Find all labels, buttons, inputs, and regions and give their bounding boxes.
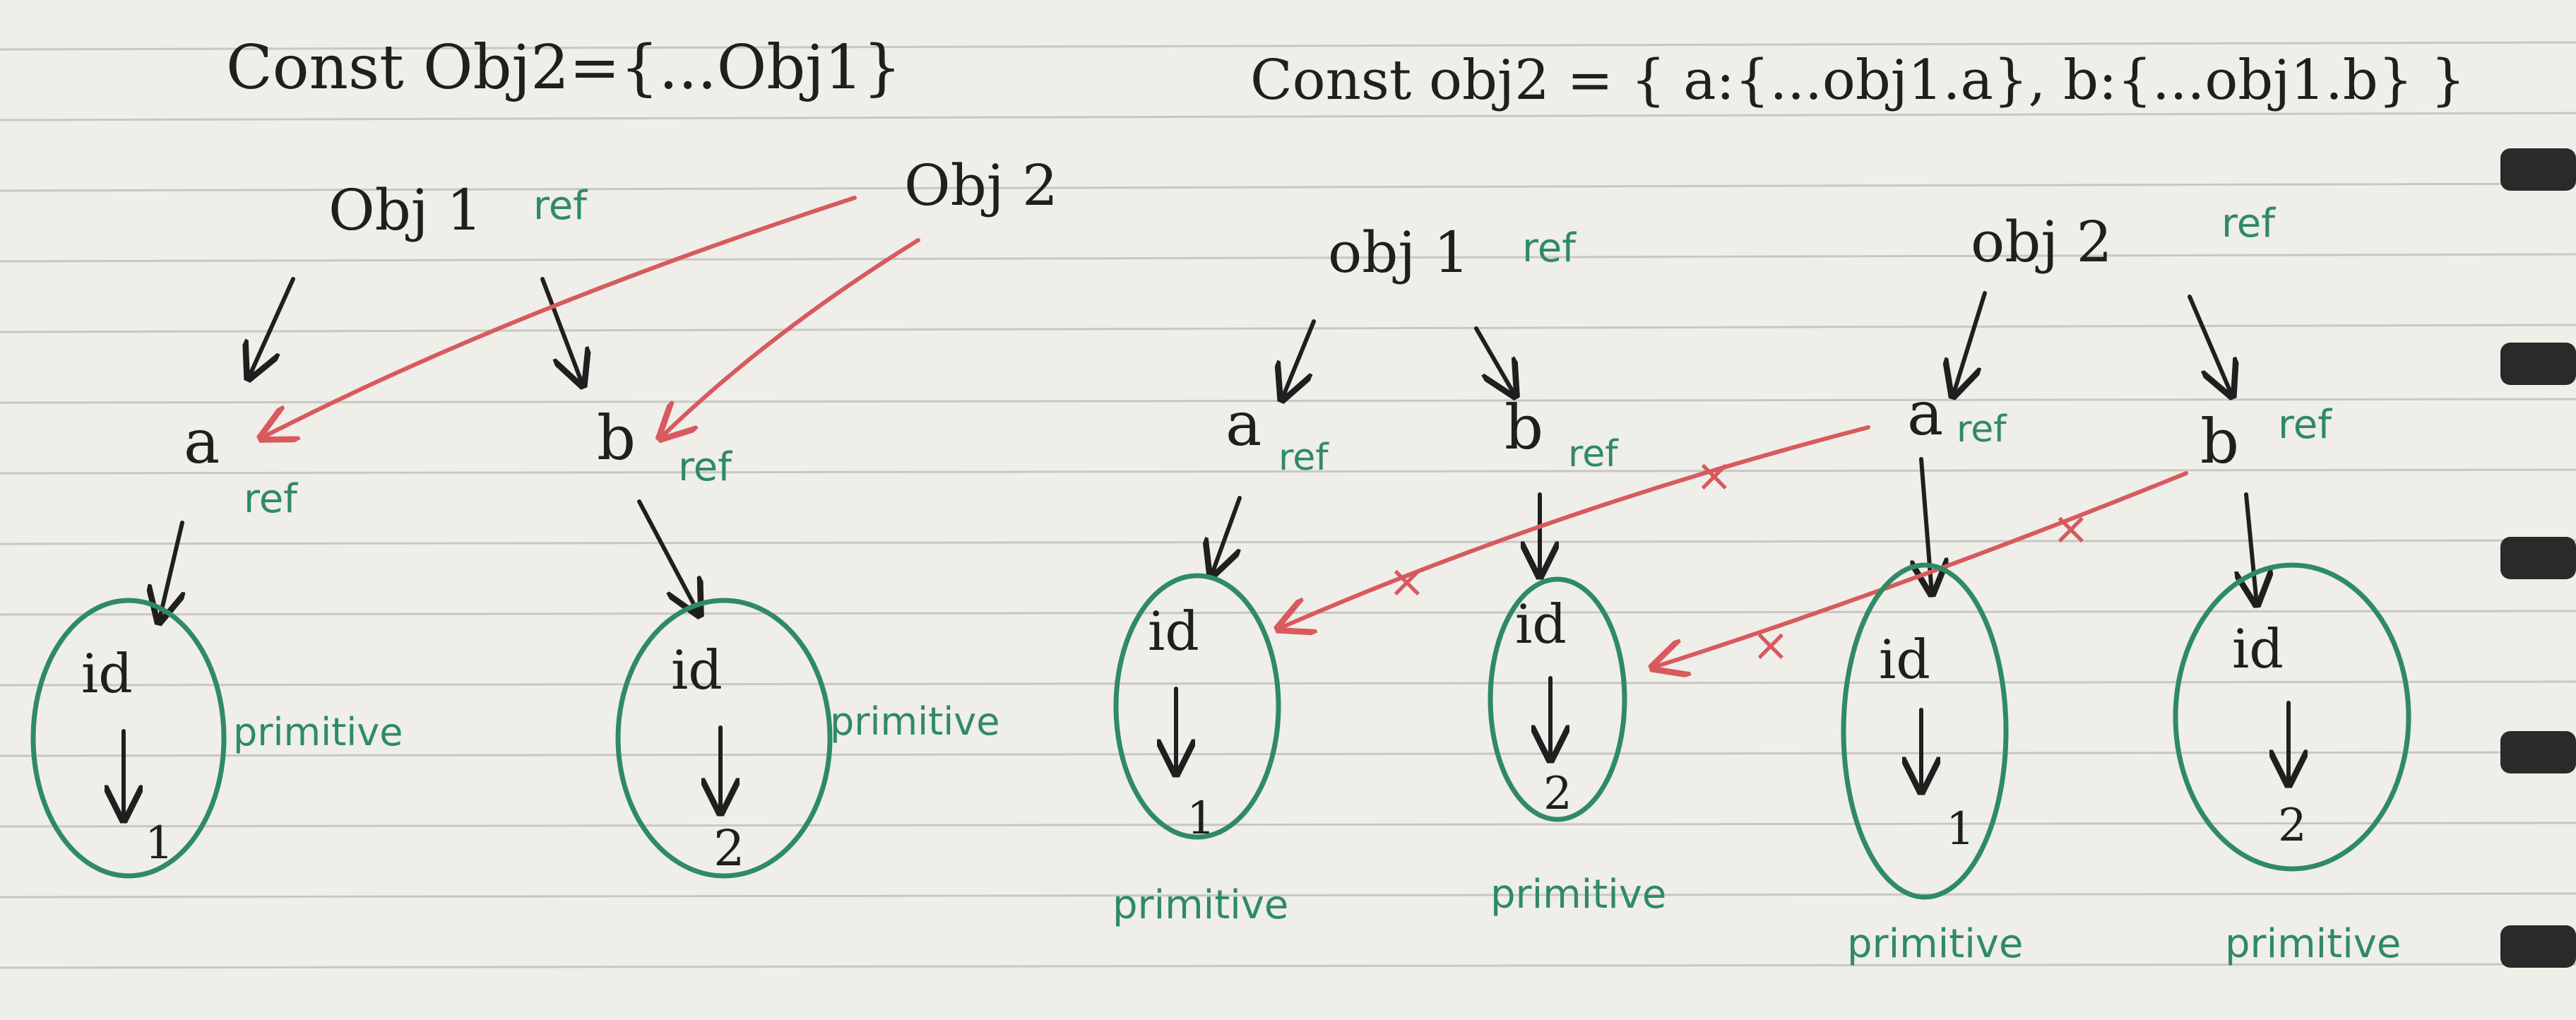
box-value: 1: [1946, 803, 1975, 855]
right-value-box-4: id 2: [2173, 562, 2411, 872]
box-id-key: id: [671, 639, 723, 701]
arrow-b-to-box: [2246, 492, 2257, 604]
cross-mark: ×: [1695, 450, 1733, 502]
right-obj2-a-ref-label: ref: [1957, 408, 2007, 451]
right-diagram: Const obj2 = { a:{...obj1.a}, b:{...obj1…: [1112, 49, 2466, 967]
right-primitive-label-2: primitive: [1490, 872, 1666, 918]
box-value: 2: [1543, 768, 1572, 820]
arrow-obj1-to-a: [249, 277, 295, 378]
left-value-box-2: id 2: [615, 598, 833, 879]
box-id-key: id: [2232, 617, 2284, 680]
arrow-a-to-box: [1211, 496, 1242, 576]
left-obj1-label: Obj 1: [328, 177, 482, 243]
red-arrow-obj2-to-a: [261, 196, 857, 438]
right-primitive-label-3: primitive: [1847, 921, 2023, 967]
left-primitive-note-1: primitive: [233, 710, 403, 754]
left-obj2-label: Obj 2: [904, 153, 1058, 218]
right-primitive-label-4: primitive: [2225, 921, 2401, 967]
binder-tabs: [2500, 148, 2576, 968]
right-value-box-1: id 1: [1113, 573, 1281, 845]
box-id-key: id: [1515, 593, 1567, 656]
red-crossed-arrow-obj2-b-to-box2: [1653, 471, 2188, 668]
right-heading: Const obj2 = { a:{...obj1.a}, b:{...obj1…: [1250, 49, 2466, 112]
left-b-ref-label: ref: [678, 444, 732, 490]
box-value: 1: [1187, 793, 1216, 845]
arrow-b-to-box: [637, 499, 699, 615]
arrow-obj1-to-b: [540, 277, 583, 385]
box-id-key: id: [81, 642, 133, 705]
right-obj1-ref-label: ref: [1522, 225, 1577, 271]
right-obj1-a-ref-label: ref: [1278, 437, 1329, 479]
red-arrow-obj2-to-b: [660, 238, 920, 438]
arrow-obj2-to-a: [1953, 291, 1987, 396]
cross-mark: ×: [1752, 619, 1790, 672]
cross-mark: ×: [2052, 503, 2090, 555]
right-primitive-label-1: primitive: [1112, 882, 1288, 928]
red-crossed-arrow-obj2-a-to-box1: [1278, 425, 1870, 629]
right-obj1-label: obj 1: [1328, 220, 1470, 285]
left-b-key: b: [597, 403, 636, 474]
left-a-key: a: [184, 407, 220, 478]
left-value-box-1: id 1: [30, 598, 227, 879]
right-obj1-b-ref-label: ref: [1568, 433, 1619, 475]
box-value: 2: [2278, 800, 2307, 852]
left-diagram: Const Obj2={...Obj1} Obj 1 ref Obj 2 a r…: [30, 32, 1058, 879]
arrow-obj1-to-a: [1282, 319, 1316, 399]
right-obj1-b-key: b: [1504, 393, 1543, 463]
right-obj2-ref-label: ref: [2221, 201, 2276, 247]
right-obj2-label: obj 2: [1971, 209, 2113, 275]
right-value-box-2: id 2: [1488, 576, 1627, 822]
cross-mark: ×: [1388, 556, 1426, 608]
left-primitive-note-2: primitive: [830, 699, 999, 744]
right-obj1-a-key: a: [1225, 389, 1262, 460]
left-heading: Const Obj2={...Obj1}: [226, 32, 901, 103]
left-obj1-ref-label: ref: [533, 183, 588, 229]
box-id-key: id: [1879, 628, 1930, 691]
right-value-box-3: id 1: [1841, 562, 2009, 900]
box-value: 2: [713, 819, 745, 877]
arrow-obj2-to-b: [2188, 295, 2232, 396]
right-obj2-a-key: a: [1907, 379, 1943, 449]
box-value: 1: [145, 817, 174, 870]
left-a-ref-label: ref: [244, 476, 298, 522]
right-obj2-b-ref-label: ref: [2278, 402, 2332, 448]
right-obj2-b-key: b: [2200, 407, 2239, 478]
box-id-key: id: [1148, 600, 1199, 663]
arrow-a-to-box: [159, 521, 182, 622]
arrow-obj1-to-b: [1474, 326, 1515, 396]
